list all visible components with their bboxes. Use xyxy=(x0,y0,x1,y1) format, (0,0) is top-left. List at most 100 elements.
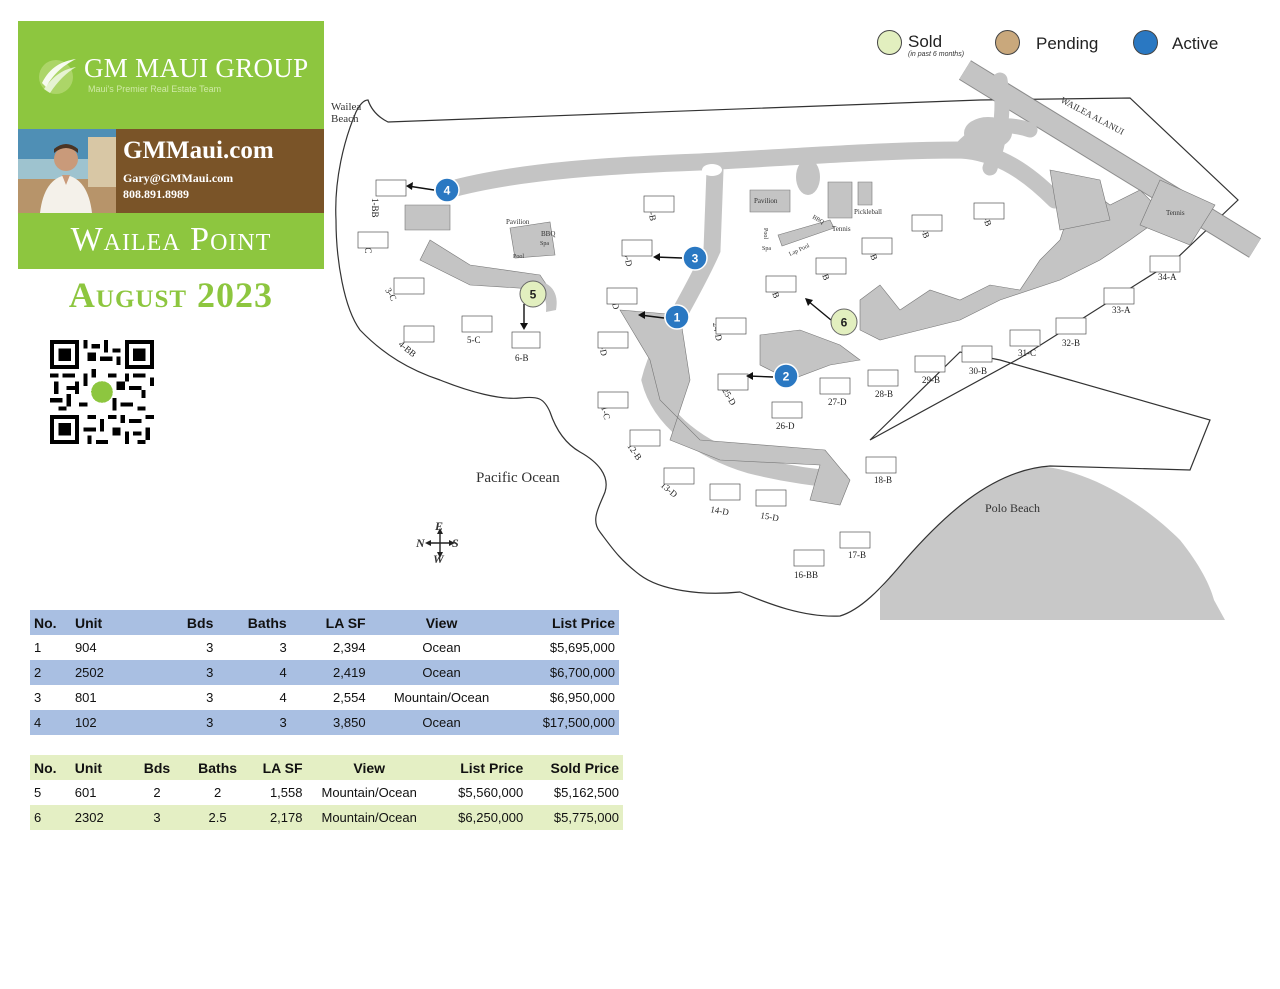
listing-markers[interactable]: 1 2 3 4 5 6 xyxy=(434,177,858,389)
cell-unit: 601 xyxy=(74,785,97,800)
building-label: 29-B xyxy=(922,375,940,385)
marker-active[interactable]: 3 xyxy=(682,245,708,271)
cell-unit: 102 xyxy=(74,715,97,730)
cell-baths: 3 xyxy=(279,640,287,655)
table-row[interactable]: 3 801 3 4 2,554 Mountain/Ocean $6,950,00… xyxy=(30,685,619,710)
cell-lasf: 3,850 xyxy=(333,715,366,730)
col-baths: Baths xyxy=(247,614,287,631)
legend-sold-label: Sold xyxy=(908,32,943,51)
svg-text:S: S xyxy=(452,536,459,550)
col-lasf: LA SF xyxy=(262,759,303,776)
cell-list-price: $6,250,000 xyxy=(458,810,524,825)
amenity-label: Spa xyxy=(540,241,549,247)
brand-card: GM MAUI GROUP Maui's Premier Real Estate… xyxy=(18,21,324,269)
polo-beach-slope xyxy=(880,465,1225,620)
table-row[interactable]: 1 904 3 3 2,394 Ocean $5,695,000 xyxy=(30,635,619,660)
cell-bds: 3 xyxy=(206,715,214,730)
col-bds: Bds xyxy=(186,614,214,631)
building-label: 18-B xyxy=(874,475,892,485)
active-listings-table: No. Unit Bds Baths LA SF View List Price… xyxy=(30,610,619,735)
amenity-label: Tennis xyxy=(1166,209,1185,217)
cell-view: Mountain/Ocean xyxy=(321,810,417,825)
building-label: 14-D xyxy=(710,504,730,517)
svg-text:W: W xyxy=(433,552,445,566)
col-no: No. xyxy=(34,759,57,776)
beach-label: Polo Beach xyxy=(985,501,1040,515)
cell-no: 4 xyxy=(34,715,42,730)
amenity-label: BBQ xyxy=(541,230,555,238)
unit-outlines xyxy=(357,179,1181,567)
building-label: 15-D xyxy=(760,510,780,523)
col-list-price: List Price xyxy=(460,759,524,776)
svg-text:1: 1 xyxy=(674,311,681,325)
marker-sold[interactable]: 5 xyxy=(519,280,547,308)
cell-bds: 3 xyxy=(206,690,214,705)
cell-baths: 3 xyxy=(279,715,287,730)
cell-lasf: 2,554 xyxy=(333,690,366,705)
cell-no: 6 xyxy=(34,810,42,825)
building-label: 17-B xyxy=(848,550,866,560)
building-label: 5-C xyxy=(467,335,481,345)
marker-arrowheads xyxy=(406,182,813,380)
cell-list-price: $17,500,000 xyxy=(542,715,615,730)
amenity-label: Pavilion xyxy=(506,218,530,226)
company-tagline: Maui's Premier Real Estate Team xyxy=(88,84,222,94)
cell-baths: 4 xyxy=(279,690,287,705)
table-header-row: No. Unit Bds Baths LA SF View List Price xyxy=(30,610,619,635)
building-label: 31-C xyxy=(1018,348,1036,358)
table-header-row: No. Unit Bds Baths LA SF View List Price… xyxy=(30,755,623,780)
agent-website[interactable]: GMMaui.com xyxy=(123,137,274,164)
col-bds: Bds xyxy=(143,759,171,776)
amenity-label: Pavilion xyxy=(754,197,778,205)
amenity-label: Tennis xyxy=(832,225,851,233)
cell-no: 5 xyxy=(34,785,42,800)
active-swatch-icon xyxy=(1133,30,1158,55)
building-label: 30-B xyxy=(969,366,987,376)
cell-no: 1 xyxy=(34,640,42,655)
cell-lasf: 2,394 xyxy=(333,640,366,655)
cell-sold-price: $5,162,500 xyxy=(553,785,619,800)
agent-phone[interactable]: 808.891.8989 xyxy=(123,187,189,201)
table-row[interactable]: 4 102 3 3 3,850 Ocean $17,500,000 xyxy=(30,710,619,735)
sold-listings-table: No. Unit Bds Baths LA SF View List Price… xyxy=(30,755,623,830)
cell-lasf: 2,419 xyxy=(333,665,366,680)
agent-photo xyxy=(18,129,116,213)
marker-active[interactable]: 1 xyxy=(664,304,690,330)
amenity-label: BBQ xyxy=(811,215,825,227)
cell-unit: 2302 xyxy=(74,810,104,825)
cell-list-price: $6,950,000 xyxy=(549,690,615,705)
col-view: View xyxy=(425,614,458,631)
amenity-label: Pickleball xyxy=(854,208,882,216)
company-name: GM MAUI GROUP xyxy=(84,53,309,83)
cell-bds: 3 xyxy=(153,810,161,825)
building-label: 34-A xyxy=(1158,272,1177,282)
site-map: 1-BB 2-C 3-C 4-BB 5-C 6-B 7-B 8-D 9-D 10… xyxy=(331,60,1262,620)
svg-text:3: 3 xyxy=(692,252,699,266)
amenity-label: Pool xyxy=(762,228,768,239)
table-row[interactable]: 6 2302 3 2.5 2,178 Mountain/Ocean $6,250… xyxy=(30,805,623,830)
building-label: 32-B xyxy=(1062,338,1080,348)
svg-text:2: 2 xyxy=(783,370,790,384)
cell-baths: 4 xyxy=(279,665,287,680)
col-sold-price: Sold Price xyxy=(550,759,619,776)
building-label: 27-D xyxy=(828,397,847,407)
beach-label: Wailea xyxy=(331,101,361,113)
table-row[interactable]: 5 601 2 2 1,558 Mountain/Ocean $5,560,00… xyxy=(30,780,623,805)
palm-logo-icon xyxy=(39,59,76,94)
agent-email[interactable]: Gary@GMMaui.com xyxy=(123,171,234,185)
building-label: 1-BB xyxy=(370,198,380,218)
building-label: 6-B xyxy=(515,353,529,363)
cell-lasf: 2,178 xyxy=(269,810,303,825)
marker-active[interactable]: 4 xyxy=(434,177,460,203)
marker-active[interactable]: 2 xyxy=(773,363,799,389)
cell-baths: 2.5 xyxy=(208,810,227,825)
marker-sold[interactable]: 6 xyxy=(830,308,858,336)
report-month: August 2023 xyxy=(68,275,274,315)
cell-view: Ocean xyxy=(422,715,461,730)
cell-sold-price: $5,775,000 xyxy=(553,810,619,825)
cell-view: Ocean xyxy=(422,640,461,655)
col-list-price: List Price xyxy=(551,614,615,631)
table-row[interactable]: 2 2502 3 4 2,419 Ocean $6,700,000 xyxy=(30,660,619,685)
beach-label: Beach xyxy=(331,113,359,125)
qr-code[interactable] xyxy=(50,340,154,444)
